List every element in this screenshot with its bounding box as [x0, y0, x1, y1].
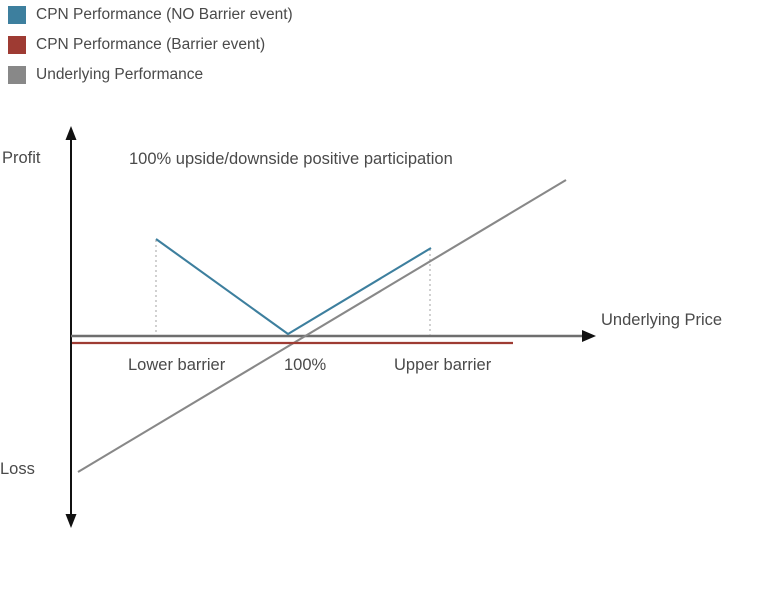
legend-item-label: CPN Performance (Barrier event) [36, 36, 266, 54]
chart-legend: CPN Performance (NO Barrier event) CPN P… [0, 0, 420, 90]
legend-item: Underlying Performance [0, 60, 420, 90]
legend-item-label: CPN Performance (NO Barrier event) [36, 6, 293, 24]
x-tick-lower-barrier: Lower barrier [128, 356, 226, 374]
y-axis-arrow-up-icon [65, 126, 77, 140]
legend-swatch-red-icon [8, 36, 26, 54]
y-axis-positive-label: Profit [2, 149, 41, 167]
legend-swatch-blue-icon [8, 6, 26, 24]
x-tick-100-percent: 100% [284, 356, 327, 374]
x-tick-upper-barrier: Upper barrier [394, 356, 492, 374]
x-axis-label: Underlying Price [601, 311, 723, 329]
legend-item-label: Underlying Performance [36, 66, 204, 84]
y-axis-negative-label: Loss [0, 460, 35, 478]
participation-annotation: 100% upside/downside positive participat… [129, 150, 453, 168]
legend-swatch-gray-icon [8, 66, 26, 84]
series-underlying-performance [77, 179, 567, 473]
x-axis-arrow-right-icon [582, 330, 596, 342]
legend-item: CPN Performance (Barrier event) [0, 30, 420, 60]
series-cpn-no-barrier-event [155, 238, 432, 336]
y-axis-arrow-down-icon [65, 514, 77, 528]
legend-item: CPN Performance (NO Barrier event) [0, 0, 420, 30]
